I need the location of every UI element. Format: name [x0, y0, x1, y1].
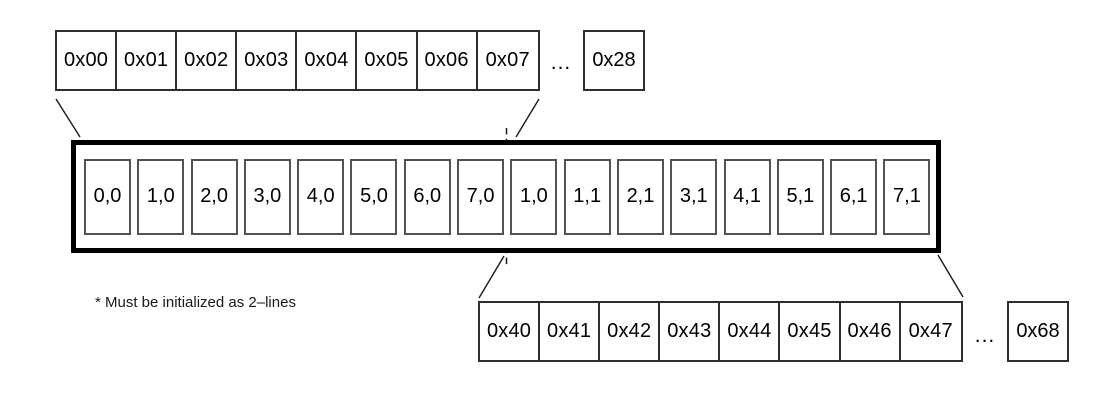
- connector-top-right-line: [515, 98, 540, 138]
- line1-ellipsis: ...: [550, 51, 572, 74]
- display-char-cell: 1,0: [510, 158, 558, 235]
- display-char-cell: 1,0: [137, 158, 185, 235]
- display-char-cell: 6,0: [403, 158, 451, 235]
- line1-end-address-cell: 0x28: [583, 30, 645, 91]
- address-cell: 0x47: [908, 320, 953, 342]
- display-char-cell: 2,0: [190, 158, 238, 235]
- address-cell: 0x45: [780, 303, 841, 360]
- address-cell: 0x07: [485, 49, 530, 71]
- address-cell: 0x40: [480, 303, 541, 360]
- display-char-cell: 1,1: [563, 158, 611, 235]
- display-char-cell: 3,0: [243, 158, 291, 235]
- address-cell: 0x04: [297, 32, 358, 89]
- connector-bottom-right-line: [937, 254, 964, 298]
- address-cell: 0x01: [117, 32, 178, 89]
- footnote-text: * Must be initialized as 2–lines: [95, 294, 296, 311]
- address-cell: 0x05: [357, 32, 418, 89]
- display-char-cell: 7,1: [883, 158, 931, 235]
- address-cell: 0x43: [660, 303, 721, 360]
- line2-address-row: 0x40 0x41 0x42 0x43 0x44 0x45 0x46 0x47: [478, 301, 963, 362]
- display-char-cell: 7,0: [457, 158, 505, 235]
- display-char-cell: 4,0: [297, 158, 345, 235]
- display-char-cell: 4,1: [723, 158, 771, 235]
- lcd-display-frame: 0,0 1,0 2,0 3,0 4,0 5,0 6,0 7,0 1,0 1,1 …: [71, 140, 941, 253]
- line1-address-row: 0x00 0x01 0x02 0x03 0x04 0x05 0x06 0x07: [55, 30, 540, 91]
- line2-end-address-cell: 0x68: [1007, 301, 1069, 362]
- display-char-cell: 2,1: [616, 158, 664, 235]
- address-cell: 0x03: [237, 32, 298, 89]
- display-char-cell: 5,0: [350, 158, 398, 235]
- display-char-cell: 6,1: [830, 158, 878, 235]
- display-char-cell: 3,1: [670, 158, 718, 235]
- address-cell: 0x42: [600, 303, 661, 360]
- address-cell: 0x44: [720, 303, 781, 360]
- connector-bottom-left-line: [478, 255, 505, 299]
- display-char-cell: 5,1: [776, 158, 824, 235]
- address-cell: 0x41: [540, 303, 601, 360]
- connector-top-left-line: [55, 98, 81, 138]
- line2-ellipsis: ...: [974, 324, 996, 347]
- address-cell: 0x00: [57, 32, 118, 89]
- address-cell: 0x46: [841, 303, 901, 360]
- address-cell: 0x06: [418, 32, 478, 89]
- address-cell: 0x02: [177, 32, 238, 89]
- display-char-cell: 0,0: [84, 158, 131, 235]
